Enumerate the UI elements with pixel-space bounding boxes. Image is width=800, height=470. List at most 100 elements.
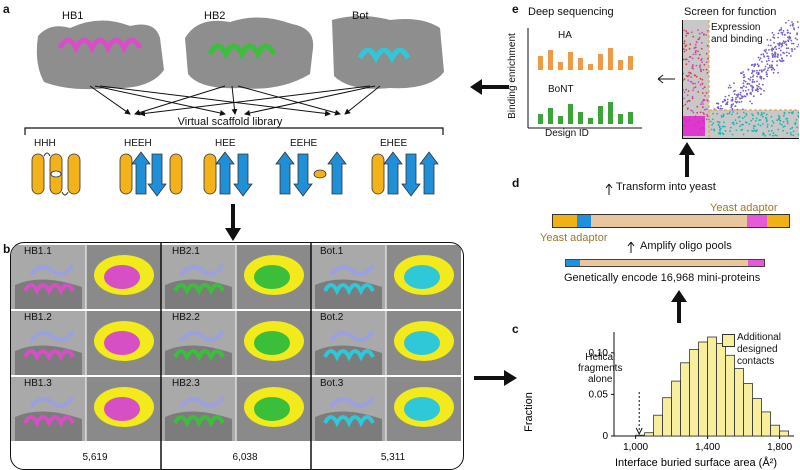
cell-dot xyxy=(736,95,739,98)
cell-dot xyxy=(713,128,716,131)
scaffold-ribbon xyxy=(29,263,75,277)
cell-dot xyxy=(683,50,686,53)
construct-blue-segment xyxy=(577,215,591,227)
cell-dot xyxy=(778,117,780,120)
cell-dot xyxy=(705,52,708,55)
cell-dot xyxy=(762,115,764,118)
cell-dot xyxy=(780,57,783,59)
cell-dot xyxy=(719,107,722,110)
cell-dot xyxy=(685,34,688,37)
cell-dot xyxy=(683,78,686,81)
cell-dot xyxy=(743,74,745,76)
cell-dot xyxy=(755,72,758,74)
design-label-hb1-3: HB1.3 xyxy=(24,378,52,389)
histogram-bar xyxy=(653,414,664,437)
cell-dot xyxy=(686,32,689,34)
ha-bar xyxy=(588,64,593,70)
cell-dot xyxy=(797,114,799,117)
cell-dot xyxy=(790,111,793,114)
cell-dot xyxy=(702,106,704,109)
cell-dot xyxy=(699,77,702,80)
histogram-bar xyxy=(779,430,790,437)
cell-dot xyxy=(772,67,775,70)
cell-dot xyxy=(706,113,708,116)
y-tick-label: 0.10 xyxy=(589,348,609,359)
cell-dot xyxy=(788,38,791,40)
cell-dot xyxy=(762,132,765,134)
histogram-bar xyxy=(743,383,754,437)
cell-dot xyxy=(796,21,799,23)
cell-dot xyxy=(690,31,693,34)
cell-dot xyxy=(766,38,769,41)
construct-adaptor-right xyxy=(767,215,789,227)
cell-dot xyxy=(751,129,753,132)
interface-patch xyxy=(254,331,290,355)
cell-dot xyxy=(688,56,691,58)
scaffold-ribbon xyxy=(329,263,375,277)
cell-dot xyxy=(739,120,741,123)
cell-dot xyxy=(753,70,756,72)
cell-dot xyxy=(695,64,698,67)
cell-dot xyxy=(787,39,789,42)
cell-dot xyxy=(692,53,695,56)
cell-dot xyxy=(763,89,765,92)
cell-dot xyxy=(740,72,743,75)
cell-dot xyxy=(764,50,767,53)
cell-dot xyxy=(793,48,796,50)
cell-dot xyxy=(687,60,690,63)
ha-bar xyxy=(608,48,613,70)
cell-dot xyxy=(694,51,697,54)
cell-dot xyxy=(793,27,795,29)
cell-dot xyxy=(780,28,783,31)
cell-dot xyxy=(752,117,754,120)
cell-dot xyxy=(782,129,784,132)
cell-dot xyxy=(749,100,751,103)
cell-dot xyxy=(735,94,738,96)
cell-dot xyxy=(762,77,765,80)
cell-dot xyxy=(700,103,702,106)
count-hb2: 6,038 xyxy=(232,452,258,463)
cell-dot xyxy=(721,107,723,110)
library-bracket xyxy=(24,127,444,135)
cell-dot xyxy=(752,74,755,77)
cell-dot xyxy=(740,86,742,89)
cell-dot xyxy=(705,68,708,71)
cell-dot xyxy=(752,86,755,89)
cell-dot xyxy=(782,30,785,32)
cell-dot xyxy=(707,57,709,60)
cell-dot xyxy=(689,43,692,46)
cell-dot xyxy=(738,115,741,118)
cell-dot xyxy=(683,29,686,32)
cell-dot xyxy=(762,123,764,125)
cell-dot xyxy=(742,133,745,136)
cell-dot xyxy=(735,96,737,99)
cell-dot xyxy=(704,108,706,111)
binder-helix xyxy=(323,283,375,296)
cell-dot xyxy=(765,120,768,123)
cell-dot xyxy=(771,31,774,34)
ha-bar xyxy=(598,54,603,70)
cell-dot xyxy=(777,32,780,35)
cell-dot xyxy=(699,66,701,69)
cell-dot xyxy=(772,34,775,36)
cell-dot xyxy=(724,95,727,98)
histogram-bar xyxy=(680,362,691,437)
cell-dot xyxy=(753,129,756,132)
cell-dot xyxy=(685,58,688,61)
cell-dot xyxy=(758,69,761,72)
cell-dot xyxy=(720,105,722,107)
cell-dot xyxy=(773,37,776,39)
cell-dot xyxy=(766,119,768,122)
cell-dot xyxy=(777,54,779,56)
construct-insert xyxy=(591,215,747,227)
binder-helix xyxy=(23,415,75,428)
cell-dot xyxy=(744,121,747,124)
cell-dot xyxy=(771,60,774,63)
cell-dot xyxy=(717,106,720,108)
cell-dot xyxy=(722,125,725,128)
cell-dot xyxy=(744,80,747,83)
cell-dot xyxy=(786,122,789,125)
histogram-bar xyxy=(644,432,655,437)
cell-dot xyxy=(726,112,729,115)
cell-dot xyxy=(771,65,773,67)
